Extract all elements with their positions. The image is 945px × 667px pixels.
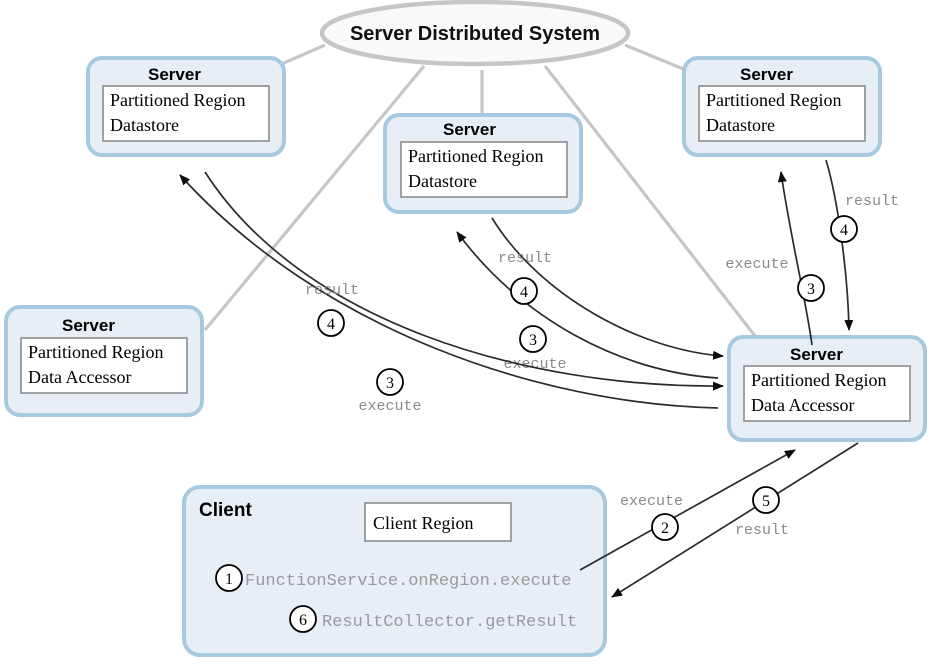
arrow-right-result <box>825 159 854 331</box>
client-node[interactable]: Client Client Region 1 FunctionService.o… <box>182 485 607 657</box>
client-title: Client <box>199 500 252 521</box>
server-title: Server <box>148 65 201 84</box>
flow-label-client-result: result <box>735 522 789 539</box>
cloud-ellipse <box>319 0 631 67</box>
server-title: Server <box>790 345 843 364</box>
client-call-1-label: FunctionService.onRegion.execute <box>245 572 571 591</box>
server-accessor-left[interactable]: Server Partitioned Region Data Accessor <box>4 305 204 417</box>
flow-label-left-execute: execute <box>358 398 421 415</box>
client-region-label: Client Region <box>373 513 474 533</box>
left-datastore-flows: execute 3 result 4 <box>179 171 724 415</box>
flow-label-left-result: result <box>305 282 359 299</box>
step-circle-middle-execute <box>519 325 547 353</box>
step-circle-1 <box>215 564 243 592</box>
step-number-1: 1 <box>225 571 233 588</box>
flow-label-client-execute: execute <box>620 493 683 510</box>
connector-cloud-to-left-accessor <box>203 64 426 332</box>
server-inner-box <box>400 141 568 198</box>
cloud-label: Server Distributed System <box>350 23 600 45</box>
step-circle-right-result <box>830 215 858 243</box>
step-circle-5 <box>752 486 780 514</box>
client-call-6-label: ResultCollector.getResult <box>322 613 577 632</box>
server-region-line: Partitioned Region <box>110 90 245 110</box>
step-number-right-result: 4 <box>840 222 848 239</box>
server-region-line: Partitioned Region <box>28 342 163 362</box>
step-circle-6 <box>289 605 317 633</box>
arrow-middle-execute <box>456 231 719 379</box>
server-inner-box <box>20 337 188 394</box>
server-region-line: Partitioned Region <box>408 146 543 166</box>
server-datastore-middle[interactable]: Server Partitioned Region Datastore <box>383 113 583 214</box>
server-title: Server <box>62 316 115 335</box>
server-inner-box <box>698 85 866 142</box>
server-inner-box <box>102 85 270 142</box>
flow-label-right-result: result <box>845 193 899 210</box>
client-region-box <box>364 502 512 542</box>
server-role-line: Data Accessor <box>751 395 854 415</box>
step-number-middle-execute: 3 <box>529 332 537 349</box>
server-title: Server <box>740 65 793 84</box>
arrow-middle-result <box>491 217 724 360</box>
step-number-6: 6 <box>299 612 307 629</box>
server-role-line: Datastore <box>706 115 775 135</box>
server-role-line: Data Accessor <box>28 367 131 387</box>
flow-label-middle-result: result <box>498 250 552 267</box>
server-role-line: Datastore <box>408 171 477 191</box>
server-role-line: Datastore <box>110 115 179 135</box>
step-number-left-result: 4 <box>327 316 335 333</box>
arrow-left-execute <box>179 174 719 409</box>
server-inner-box <box>743 365 911 422</box>
middle-datastore-flows: execute 3 result 4 <box>456 217 724 379</box>
server-accessor-right[interactable]: Server Partitioned Region Data Accessor <box>727 335 927 442</box>
server-region-line: Partitioned Region <box>706 90 841 110</box>
step-circle-right-execute <box>797 274 825 302</box>
step-number-middle-result: 4 <box>520 284 528 301</box>
step-number-2: 2 <box>661 520 669 537</box>
arrow-right-execute <box>777 171 813 346</box>
connector-cloud-to-right-accessor <box>543 65 764 346</box>
server-region-line: Partitioned Region <box>751 370 886 390</box>
arrow-client-execute <box>579 449 796 571</box>
step-circle-middle-result <box>510 277 538 305</box>
flow-label-right-execute: execute <box>725 256 788 273</box>
step-circle-left-result <box>317 309 345 337</box>
server-title: Server <box>443 120 496 139</box>
step-number-right-execute: 3 <box>807 281 815 298</box>
arrow-left-result <box>204 171 724 391</box>
cloud-node: Server Distributed System <box>319 0 631 67</box>
step-number-left-execute: 3 <box>386 375 394 392</box>
step-number-5: 5 <box>762 493 770 510</box>
flow-label-middle-execute: execute <box>503 356 566 373</box>
server-datastore-left[interactable]: Server Partitioned Region Datastore <box>86 56 286 157</box>
step-circle-2 <box>651 513 679 541</box>
right-datastore-flows: execute 3 result 4 <box>725 159 899 346</box>
step-circle-left-execute <box>376 368 404 396</box>
client-accessor-flows: execute 2 result 5 <box>579 442 859 598</box>
arrow-client-result <box>611 442 859 598</box>
server-datastore-right[interactable]: Server Partitioned Region Datastore <box>682 56 882 157</box>
